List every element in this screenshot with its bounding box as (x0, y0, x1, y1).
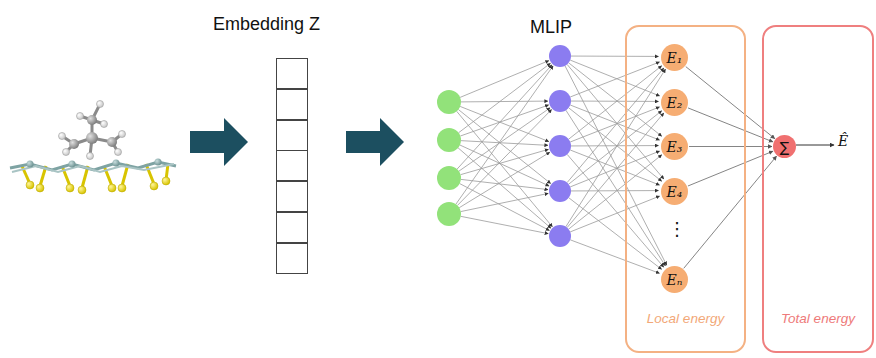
vector-cell (276, 120, 308, 151)
node-heading: Embedding Z (213, 14, 320, 35)
vector-cell (276, 89, 308, 120)
output-neuron: E₄ (661, 178, 688, 205)
sum-symbol: ∑ (780, 140, 789, 154)
panel-label: Local energy (627, 311, 744, 326)
vector-cells (276, 58, 308, 274)
network-link (565, 66, 667, 265)
network-link (457, 65, 552, 169)
vector-cell (276, 181, 308, 212)
vector-cell (276, 58, 308, 89)
vector-cell (276, 150, 308, 181)
total-energy-panel: Total energy ∑ (762, 25, 874, 353)
network-link (461, 149, 549, 174)
network-link (460, 184, 550, 231)
output-neuron: E₁ (661, 44, 688, 71)
energy-symbol: E₂ (667, 96, 683, 110)
network-link (461, 216, 548, 233)
network-link (460, 106, 549, 141)
sum-node: ∑ (773, 135, 796, 158)
network-link (567, 113, 664, 228)
vector-cell (276, 212, 308, 243)
network-link (571, 56, 659, 57)
embedding-vector: Embedding Z (213, 12, 325, 276)
energy-symbol: E₃ (667, 140, 683, 154)
network-link (569, 155, 662, 229)
block-arrow (190, 118, 248, 166)
network-link (570, 151, 659, 187)
output-neuron: Eₙ (661, 266, 688, 293)
output-neuron: E₂ (661, 89, 688, 116)
hidden-neuron (549, 90, 571, 112)
block-arrow (346, 118, 404, 166)
network-link (566, 110, 665, 266)
network-link (460, 105, 548, 136)
output-arrow (796, 145, 834, 146)
network-link (569, 198, 662, 270)
network-link (569, 111, 662, 184)
hidden-neuron (549, 225, 571, 247)
input-neuron (437, 202, 461, 226)
network-link (571, 145, 659, 146)
input-neuron (437, 166, 461, 190)
input-neuron (437, 90, 461, 114)
network-link (570, 196, 659, 232)
network-link (457, 111, 553, 227)
network-link (461, 141, 548, 146)
hidden-neuron (549, 45, 571, 67)
energy-symbol: E₄ (667, 185, 683, 199)
panel-label: Total energy (764, 311, 872, 326)
sum-connector (688, 151, 773, 186)
energy-symbol: E₁ (667, 51, 683, 65)
network-link (570, 62, 659, 97)
input-neuron (437, 128, 461, 152)
network-link (459, 152, 550, 207)
network-link (570, 107, 659, 142)
ellipsis: ⋮ (668, 220, 686, 238)
network-link (456, 66, 553, 204)
sum-connector (688, 108, 773, 142)
local-energy-panel: Local energy E₁ E₂ E₃ E₄ Eₙ (625, 25, 746, 353)
hidden-neuron (549, 135, 571, 157)
network-link (567, 68, 664, 183)
network-neurons (437, 45, 571, 247)
network-link (566, 69, 666, 227)
network-link (567, 64, 664, 179)
energy-symbol: Eₙ (667, 273, 683, 287)
network-link (461, 193, 548, 211)
vector-cell (276, 243, 308, 274)
network-link (457, 110, 551, 206)
output-symbol: Ê (838, 134, 848, 148)
network-link (460, 61, 549, 98)
network-link (571, 190, 659, 191)
network-lines (456, 56, 667, 273)
sum-connector (689, 146, 772, 147)
network-link (458, 148, 551, 228)
network-link (570, 105, 659, 140)
molecule-illustration (10, 101, 176, 195)
hidden-neuron (549, 180, 571, 202)
network-link (570, 240, 659, 273)
network-link (459, 63, 551, 133)
network-link (569, 66, 662, 139)
network-link (461, 101, 548, 103)
section-title: MLIP (530, 18, 572, 36)
output-neuron: E₃ (661, 133, 688, 160)
